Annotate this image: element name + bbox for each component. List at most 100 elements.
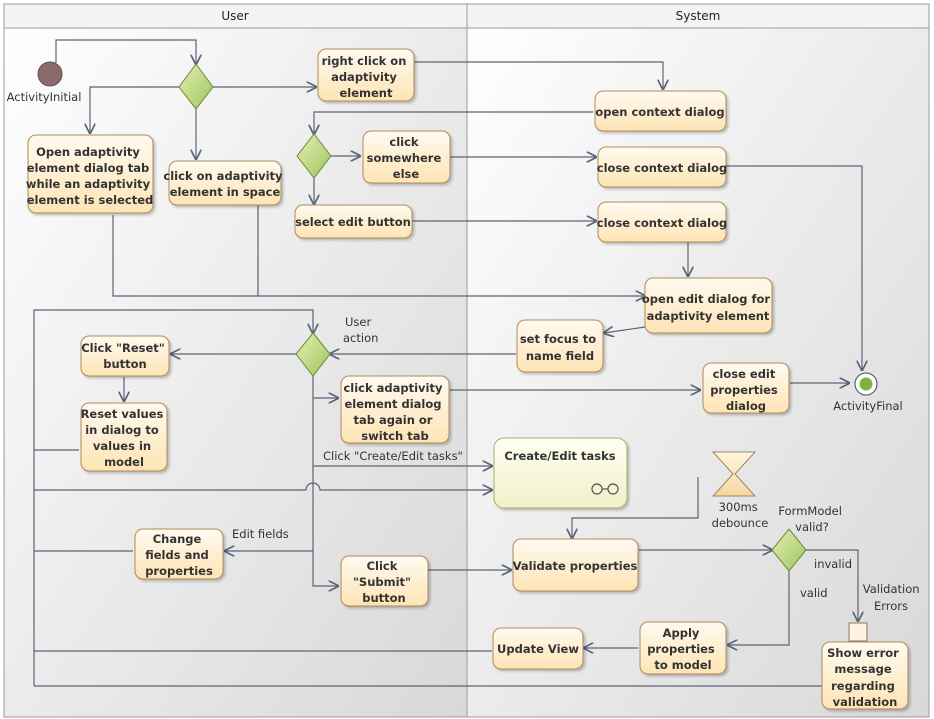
activity-text-line: select edit button bbox=[295, 215, 411, 229]
decision-context bbox=[296, 133, 332, 179]
activity-click-somewhere-else: click somewhere else bbox=[362, 130, 451, 184]
activity-text-line: click adaptivity bbox=[343, 381, 443, 395]
svg-text:Change fields and: Change fields and properties bbox=[145, 532, 213, 578]
svg-text:close context dialog: close context dialog bbox=[597, 216, 727, 230]
subactivity-icon bbox=[591, 483, 619, 495]
svg-text:Show error message: Show error message regarding validation bbox=[827, 646, 903, 709]
svg-text:close context dialog: close context dialog bbox=[597, 161, 727, 175]
svg-text:click somewhere el: click somewhere else bbox=[367, 135, 446, 181]
activity-text-line: properties bbox=[145, 564, 213, 578]
activity-click-element-in-space: click on adaptivity element in space bbox=[163, 160, 286, 206]
initial-node: ActivityInitial bbox=[7, 61, 82, 104]
label-valid: valid bbox=[800, 586, 828, 600]
lane-title-system: System bbox=[676, 9, 721, 23]
decision-formmodel-valid bbox=[771, 528, 807, 572]
activity-text-line: Reset values bbox=[81, 407, 164, 421]
activity-right-click-element: right click on adaptivity element bbox=[317, 48, 415, 102]
activity-text-line: set focus to bbox=[520, 332, 596, 346]
activity-close-context-dialog-1: close context dialog bbox=[597, 146, 727, 188]
activity-text-line: switch tab bbox=[361, 429, 428, 443]
activity-text-line: model bbox=[104, 455, 144, 469]
svg-text:Reset values in dialog t: Reset values in dialog to values in mode… bbox=[81, 407, 168, 469]
final-node-label: ActivityFinal bbox=[833, 399, 903, 413]
activity-text-line: button bbox=[103, 357, 147, 371]
activity-text-line: right click on bbox=[322, 54, 407, 68]
label-user-action: User action bbox=[343, 315, 378, 345]
hourglass-icon bbox=[711, 451, 757, 497]
activity-open-context-dialog: open context dialog bbox=[594, 90, 727, 132]
activity-apply-properties: Apply properties to model bbox=[639, 621, 727, 675]
label-edit-fields: Edit fields bbox=[232, 527, 289, 541]
activity-text-line: "Submit" bbox=[353, 575, 411, 589]
activity-change-fields: Change fields and properties bbox=[134, 528, 224, 580]
activity-reset-values: Reset values in dialog to values in mode… bbox=[80, 402, 168, 472]
activity-text-line: regarding bbox=[831, 679, 895, 693]
activity-text-line: dialog bbox=[726, 399, 766, 413]
activity-text-line: validation bbox=[833, 695, 898, 709]
activity-text-line: element is selected bbox=[27, 193, 154, 207]
activity-text-line: close context dialog bbox=[597, 216, 727, 230]
activity-text-line: Show error bbox=[827, 646, 899, 660]
activity-text-line: open edit dialog for bbox=[642, 292, 771, 306]
activity-text-line: close edit bbox=[713, 367, 776, 381]
activity-update-view: Update View bbox=[492, 627, 584, 670]
activity-set-focus: set focus to name field bbox=[516, 319, 604, 373]
label-click-create-edit: Click "Create/Edit tasks" bbox=[323, 449, 463, 463]
label-invalid: invalid bbox=[814, 557, 852, 571]
svg-text:click on adaptivity elem: click on adaptivity element in space bbox=[163, 169, 286, 199]
svg-text:Click "Submit" but: Click "Submit" button bbox=[353, 559, 415, 605]
label-formmodel-valid: FormModel valid? bbox=[778, 504, 845, 534]
activity-text-line: Click "Reset" bbox=[81, 341, 165, 355]
activity-text-line: adaptivity bbox=[331, 70, 397, 84]
activity-text-line: Open adaptivity bbox=[36, 145, 140, 159]
activity-text-line: values in bbox=[93, 439, 151, 453]
activity-close-context-dialog-2: close context dialog bbox=[597, 201, 727, 243]
svg-text:open context dialog: open context dialog bbox=[595, 105, 724, 119]
svg-text:Apply properties t: Apply properties to model bbox=[647, 626, 719, 672]
activity-text-line: Click bbox=[367, 559, 398, 573]
activity-text-line: Change bbox=[153, 532, 202, 546]
activity-validate-properties: Validate properties bbox=[512, 538, 639, 592]
svg-text:Validate properties: Validate properties bbox=[513, 559, 638, 573]
svg-text:right click on adaptivit: right click on adaptivity element bbox=[322, 54, 411, 100]
svg-text:set focus to name field: set focus to name field bbox=[520, 332, 600, 363]
svg-text:close edit properties: close edit properties dialog bbox=[710, 367, 782, 413]
input-pin bbox=[848, 622, 868, 642]
activity-text-line: properties bbox=[710, 383, 778, 397]
activity-click-reset: Click "Reset" button bbox=[80, 335, 170, 377]
activity-text-line: Create/Edit tasks bbox=[504, 449, 615, 463]
activity-text-line: Update View bbox=[497, 642, 579, 656]
activity-text-line: click on adaptivity bbox=[163, 169, 283, 183]
activity-text-line: element in space bbox=[170, 185, 281, 199]
activity-show-error: Show error message regarding validation bbox=[821, 622, 909, 710]
decision-start bbox=[178, 63, 214, 110]
activity-create-edit-tasks: Create/Edit tasks bbox=[493, 437, 628, 509]
activity-open-edit-dialog: open edit dialog for adaptivity element bbox=[642, 277, 773, 334]
activity-select-edit-button: select edit button bbox=[294, 204, 413, 239]
activity-text-line: open context dialog bbox=[595, 105, 724, 119]
flow-lines bbox=[33, 39, 862, 687]
final-node: ActivityFinal bbox=[833, 372, 903, 413]
activity-text-line: tab again or bbox=[354, 413, 433, 427]
activity-text-line: name field bbox=[526, 349, 594, 363]
activity-open-dialog-tab: Open adaptivity element dialog tab while… bbox=[26, 134, 154, 214]
activity-text-line: fields and bbox=[145, 548, 209, 562]
lane-title-user: User bbox=[221, 9, 248, 23]
label-validation-errors: Validation Errors bbox=[863, 582, 923, 613]
activity-text-line: click bbox=[389, 135, 419, 149]
initial-node-label: ActivityInitial bbox=[7, 90, 82, 104]
activity-text-line: element bbox=[339, 86, 393, 100]
activity-text-line: Apply bbox=[663, 626, 700, 640]
activity-click-tab-again: click adaptivity element dialog tab agai… bbox=[340, 375, 450, 444]
activity-text-line: to model bbox=[654, 658, 711, 672]
svg-text:Open adaptivity element: Open adaptivity element dialog tab while… bbox=[26, 145, 154, 207]
svg-text:select edit button: select edit button bbox=[295, 215, 411, 229]
activity-text-line: element dialog tab bbox=[27, 161, 150, 175]
activity-text-line: else bbox=[393, 167, 420, 181]
activity-text-line: adaptivity element bbox=[647, 309, 770, 323]
activity-text-line: properties bbox=[647, 642, 715, 656]
activity-click-submit: Click "Submit" button bbox=[340, 555, 429, 607]
activity-text-line: in dialog to bbox=[85, 423, 159, 437]
swimlane-user: User bbox=[3, 3, 468, 718]
